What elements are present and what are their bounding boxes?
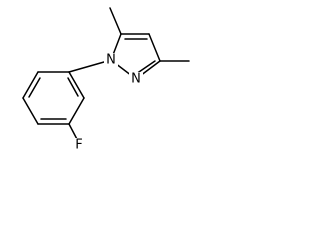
atom-f-label: F [75,138,82,153]
bond-ar-c2-c3 [68,97,85,125]
bond-ar-c5-c6-double [28,77,41,98]
f-label-bg [73,138,85,153]
bond-ar-c1-c2-double [67,77,79,97]
bond-c4-c3 [148,33,161,62]
atom-n2-label: N [131,72,141,87]
bond-ar-c5-c6 [22,71,39,99]
structural-formula: N N F [22,7,190,153]
atom-n1-label: N [106,53,116,68]
bond-c3-n2-double [135,60,156,75]
n1-label-bg [104,53,118,68]
n2-label-bg [129,72,143,87]
bond-ar-c4-c5 [22,97,39,125]
bond-c5-methyl [109,7,122,35]
bond-ar-c1-c2 [68,71,85,99]
